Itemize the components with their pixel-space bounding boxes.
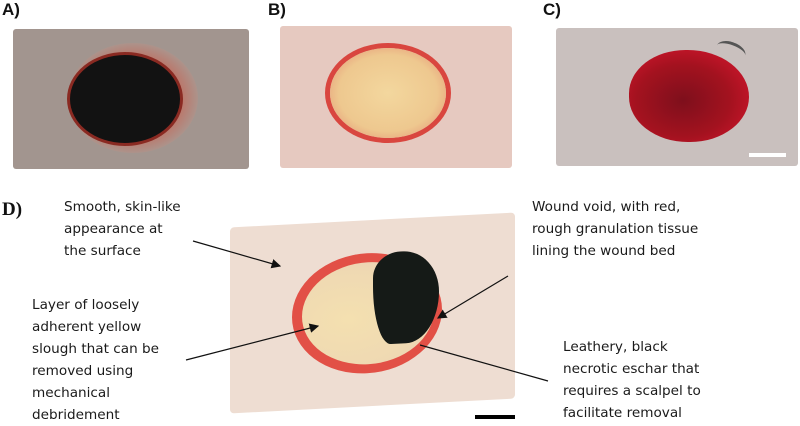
panel-a-label: A) (2, 0, 20, 19)
scale-bar (749, 153, 786, 157)
annotation-surface: Smooth, skin-like appearance at the surf… (64, 199, 181, 259)
panel-b-label: B) (268, 0, 286, 19)
panel-b-photo (280, 26, 512, 168)
arrow-void (436, 275, 509, 319)
annotation-slough: Layer of loosely adherent yellow slough … (32, 297, 160, 423)
slough-wound (330, 48, 446, 138)
panel-d-label: D) (2, 199, 23, 220)
panel-a-photo (13, 29, 249, 169)
panel-c-photo (556, 28, 798, 166)
arrow-eschar (419, 344, 549, 382)
scale-bar (475, 415, 515, 419)
arrow-slough (185, 323, 320, 361)
annotation-eschar: Leathery, black necrotic eschar that req… (563, 339, 701, 421)
arrow-surface (192, 240, 282, 269)
eschar (70, 55, 180, 143)
panel-c-label: C) (543, 0, 561, 19)
annotation-void: Wound void, with red, rough granulation … (532, 199, 699, 259)
granulation-wound (629, 50, 749, 142)
